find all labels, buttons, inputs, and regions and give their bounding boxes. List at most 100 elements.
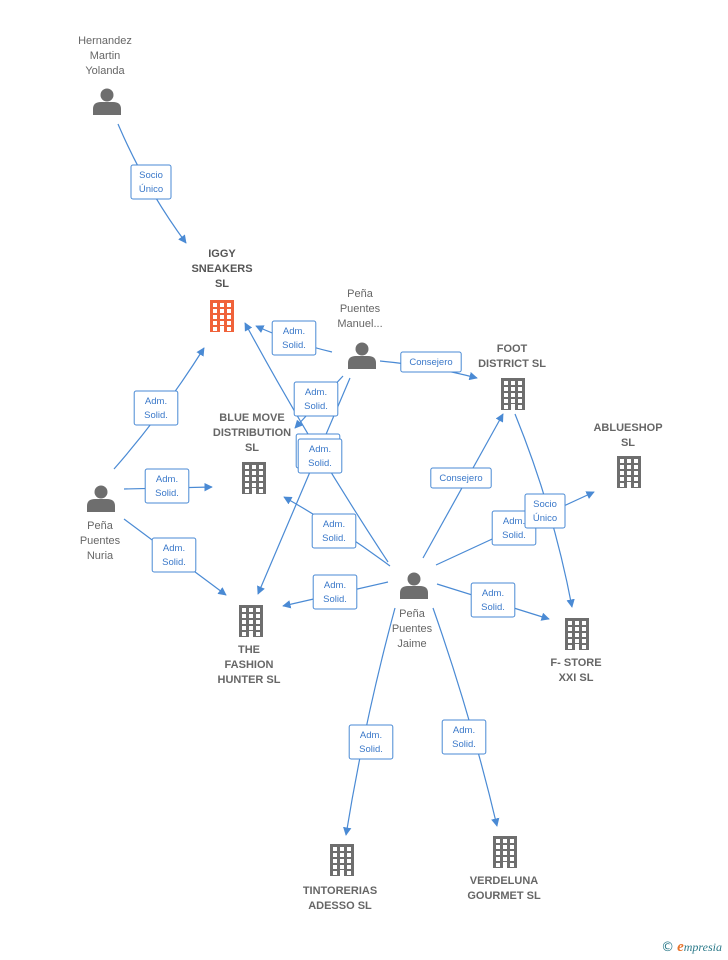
edge-label-e4[interactable]: Adm.Solid. [293, 381, 339, 417]
node-label: ADESSO SL [308, 900, 372, 912]
edge-label-text: Solid. [502, 530, 526, 541]
node-label: BLUE MOVE [219, 412, 284, 424]
edge-label-text: Solid. [323, 594, 347, 605]
node-label: Puentes [340, 303, 381, 315]
building-icon [617, 456, 641, 488]
node-fstore[interactable]: F- STORE XXI SL [550, 618, 602, 684]
edge-label-box [144, 468, 190, 504]
edge-label-text: Solid. [322, 533, 346, 544]
edge-label-text: Adm. [323, 519, 345, 530]
node-label: GOURMET SL [467, 890, 541, 902]
node-label: SL [245, 442, 259, 454]
node-ablueshop[interactable]: ABLUESHOP SL [593, 422, 663, 488]
edge-label-box [441, 719, 487, 755]
edge-label-e14[interactable]: Adm.Solid. [470, 582, 516, 618]
edge-label-text: Solid. [144, 410, 168, 421]
building-icon [501, 378, 525, 410]
node-label: THE [238, 644, 260, 656]
edge-label-text: Solid. [162, 557, 186, 568]
edge-label-text: Adm. [156, 474, 178, 485]
node-label: Martin [90, 50, 121, 62]
edge-label-box [151, 537, 197, 573]
edge-label-text: Adm. [360, 730, 382, 741]
edge-label-text: Adm. [482, 588, 504, 599]
building-icon [493, 836, 517, 868]
node-label: Hernandez [78, 35, 132, 47]
edge-label-box [133, 390, 179, 426]
edge-label-box [524, 493, 566, 529]
edge-label-e7[interactable]: Adm. Solid. [144, 468, 190, 504]
edge-jaime-to-verdeluna [432, 607, 500, 827]
building-icon [242, 462, 266, 494]
person-icon [348, 342, 376, 369]
node-label: TINTORERIAS [303, 885, 377, 897]
edge-label-e2[interactable]: Adm. Solid. [271, 320, 317, 356]
node-label: SL [621, 437, 635, 449]
empresia-logo[interactable]: ©empresia [661, 939, 722, 956]
node-manuel[interactable]: PeñaPuentesManuel... [337, 288, 383, 369]
edge-label-text: Adm. [453, 725, 475, 736]
edge-label-text: Solid. [155, 488, 179, 499]
node-label: Puentes [392, 623, 433, 635]
edge-label-box [311, 513, 357, 549]
edge-label-e15[interactable]: Adm.Solid. [348, 724, 394, 760]
edge-label-e16[interactable]: Adm. Solid. [441, 719, 487, 755]
edge-label-text: Solid. [452, 739, 476, 750]
edge-label-text: Único [139, 184, 163, 195]
node-tintorerias[interactable]: TINTORERIAS ADESSO SL [303, 844, 377, 912]
edge-label-text: Consejero [409, 357, 452, 368]
edge-label-box [312, 574, 358, 610]
edge-label-e9[interactable]: Adm. Solid. [297, 438, 343, 474]
node-label: Manuel... [337, 318, 382, 330]
edge-manuel-to-fashion [257, 377, 351, 595]
edge-label-text: Adm. [283, 326, 305, 337]
brand-initial: e [677, 939, 684, 955]
edge-label-text: Único [533, 513, 557, 524]
edge-label-text: Adm. [309, 444, 331, 455]
node-label: F- STORE [550, 657, 601, 669]
node-label: SNEAKERS [191, 263, 252, 275]
edge-label-text: Solid. [308, 458, 332, 469]
edge-label-e8[interactable]: Adm.Solid. [151, 537, 197, 573]
node-label: Puentes [80, 535, 121, 547]
building-icon [239, 605, 263, 637]
node-label: FASHION [225, 659, 274, 671]
node-label: Peña [347, 288, 374, 300]
edge-label-e3[interactable]: Consejero [400, 351, 462, 373]
node-label: XXI SL [559, 672, 594, 684]
edge-jaime-to-tintorerias [343, 607, 396, 836]
person-icon [93, 88, 121, 115]
edge-label-text: Socio [533, 499, 557, 510]
edge-label-text: Adm. [145, 396, 167, 407]
edge-label-e12[interactable]: Consejero [430, 467, 492, 489]
edge-label-text: Solid. [282, 340, 306, 351]
edge-label-e11[interactable]: Adm.Solid. [312, 574, 358, 610]
edge-label-box [470, 582, 516, 618]
edge-label-e6[interactable]: Adm. Solid. [133, 390, 179, 426]
edge-label-box [271, 320, 317, 356]
edge-label-text: Consejero [439, 473, 482, 484]
edge-label-text: Adm. [305, 387, 327, 398]
edge-label-e10[interactable]: Adm. Solid. [311, 513, 357, 549]
person-icon [400, 572, 428, 599]
node-label: FOOT [497, 343, 528, 355]
building-icon [565, 618, 589, 650]
edge-label-box [430, 467, 492, 489]
node-label: IGGY [208, 248, 236, 260]
nodes-layer: HernandezMartinYolandaIGGYSNEAKERSSLPeña… [78, 35, 662, 912]
node-label: ABLUESHOP [593, 422, 662, 434]
edge-label-text: Adm. [503, 516, 525, 527]
brand-name: mpresia [683, 940, 722, 954]
person-icon [87, 485, 115, 512]
